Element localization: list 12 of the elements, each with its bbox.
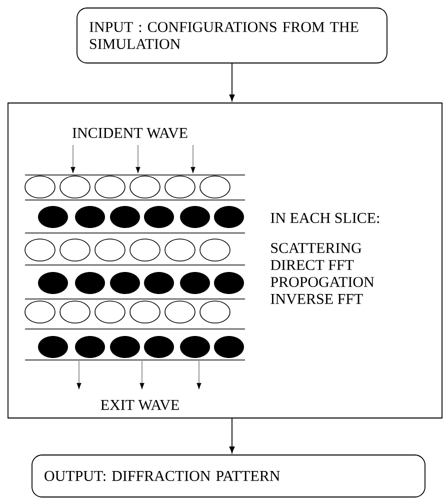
heading: IN EACH SLICE: — [270, 212, 379, 224]
step-text: PROPOGATION — [270, 276, 374, 288]
panel-box — [8, 102, 442, 418]
wave-label: EXIT WAVE — [100, 400, 179, 410]
step-text: DIRECT FFT — [270, 260, 354, 270]
step-text: INVERSE FFT — [270, 294, 363, 304]
step-text: SCATTERING — [271, 242, 362, 254]
process-box: OUTPUT: DIFFRACTION PATTERN — [32, 454, 426, 498]
arrow — [229, 418, 235, 454]
arrow — [229, 63, 235, 102]
process-box: INPUT : CONFIGURATIONS FROM THE SIMULATION — [76, 8, 388, 64]
wave-label: INCIDENT WAVE — [72, 128, 188, 138]
